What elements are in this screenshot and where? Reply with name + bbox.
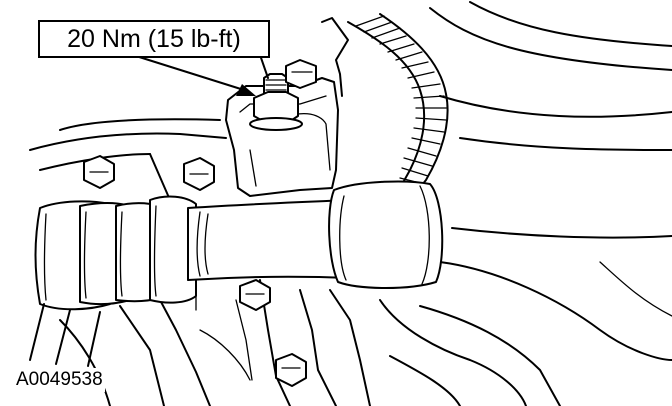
torque-callout: 20 Nm (15 lb-ft)	[38, 20, 270, 58]
bolt-head-1	[83, 155, 115, 189]
body-panel	[321, 1, 672, 406]
bolt-head-2	[183, 157, 215, 191]
case-bolts	[83, 155, 307, 387]
support-bearing	[328, 180, 444, 289]
cv-boot	[29, 195, 197, 367]
upper-bolt	[285, 59, 317, 89]
bracket-bolts	[249, 59, 317, 131]
bolt-head-4	[275, 353, 307, 387]
stud-nut	[249, 73, 303, 131]
bolt-head-3	[239, 279, 271, 311]
wiring-harness	[347, 13, 449, 191]
figure-id-label: A0049538	[14, 368, 105, 392]
